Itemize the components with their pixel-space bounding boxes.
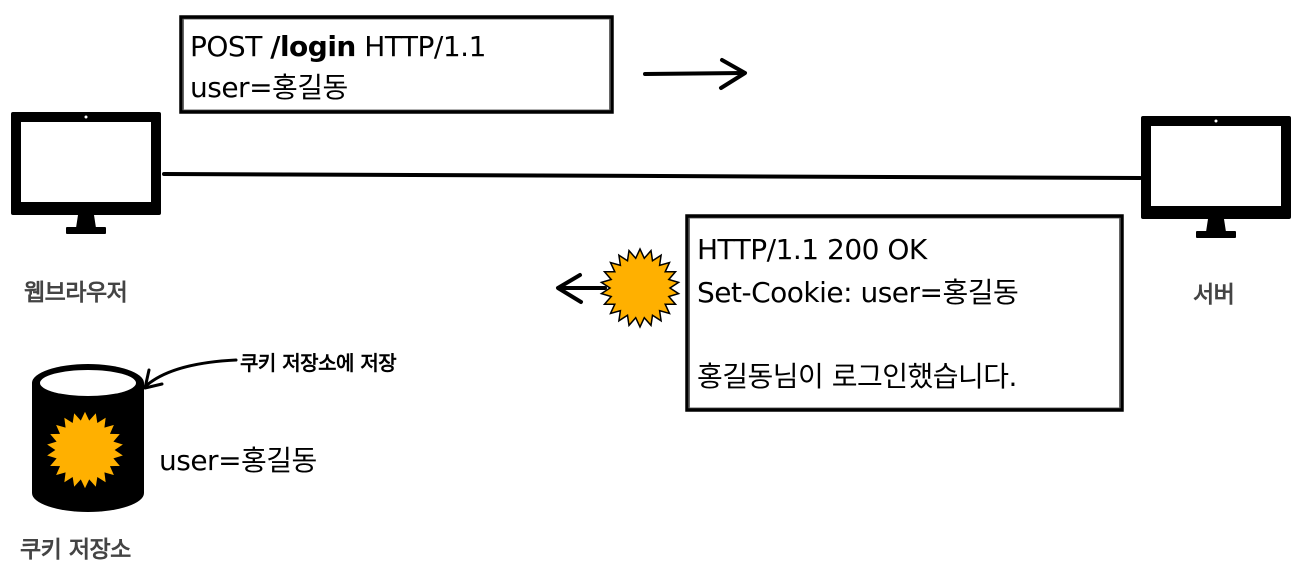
- storage-label: 쿠키 저장소: [20, 537, 131, 563]
- server-label: 서버: [1193, 282, 1235, 308]
- request-path: /login: [270, 30, 356, 63]
- request-protocol: HTTP/1.1: [364, 30, 486, 63]
- response-arrow-icon: [556, 273, 607, 304]
- response-body: 홍길동님이 로그인했습니다.: [697, 360, 1017, 393]
- storage-annotation: 쿠키 저장소에 저장: [240, 351, 397, 375]
- connection-line: [162, 172, 1142, 180]
- response-status-line: HTTP/1.1 200 OK: [697, 233, 927, 266]
- cookie-starburst-icon: [43, 408, 127, 492]
- response-box: [685, 214, 1124, 412]
- server-monitor-icon: [1141, 116, 1291, 238]
- response-set-cookie-header: Set-Cookie: user=홍길동: [697, 276, 1019, 309]
- cookie-starburst-icon: [599, 247, 681, 329]
- client-label: 웹브라우저: [24, 280, 128, 306]
- annotation-arrow-icon: [143, 358, 238, 390]
- request-arrow-icon: [643, 58, 747, 90]
- request-method: POST: [190, 30, 262, 63]
- request-line: POST /login HTTP/1.1: [190, 28, 486, 66]
- request-body: user=홍길동: [190, 71, 348, 104]
- request-box: [179, 15, 614, 114]
- storage-content: user=홍길동: [159, 444, 317, 477]
- client-monitor-icon: [11, 112, 161, 234]
